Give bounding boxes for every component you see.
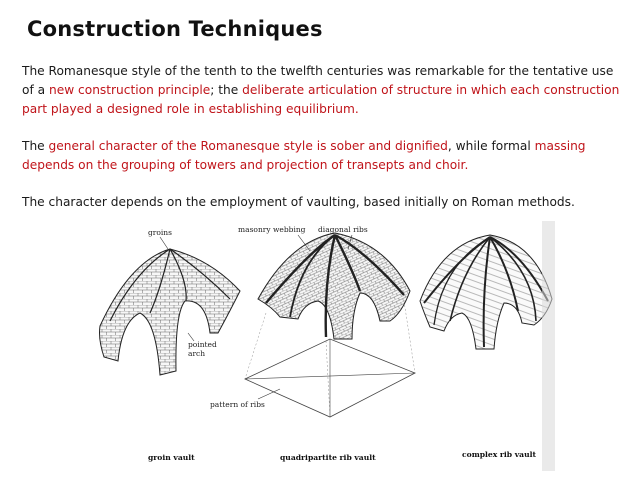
rib-5: [289, 234, 336, 318]
caption-groin-vault: groin vault: [148, 453, 195, 462]
label-masonry-webbing: masonry webbing: [238, 225, 306, 234]
p1-highlight-2: deliberate articulation of structure in …: [22, 83, 620, 116]
slide-title: Construction Techniques: [27, 17, 323, 41]
diagonal-ribs-leader: [347, 234, 353, 250]
label-groins: groins: [148, 228, 172, 237]
pattern-of-ribs-leader: [257, 388, 281, 400]
paragraph-construction-principle: The Romanesque style of the tenth to the…: [22, 62, 622, 119]
p1-text-2: ; the: [210, 83, 243, 97]
groin-vault-shell: [99, 248, 241, 376]
p2-highlight-1: general character of the Romanesque styl…: [48, 139, 448, 153]
groin-line-3: [169, 248, 231, 300]
p2-text-1: The: [22, 139, 49, 153]
p2-highlight-2: massing depends on the grouping of tower…: [22, 139, 586, 172]
groin-line-1: [149, 248, 171, 314]
complex-shell: [419, 234, 553, 350]
quadripartite-vault-drawing: masonry webbing diagonal ribs pattern of…: [210, 225, 416, 418]
pattern-of-ribs-plan: [244, 300, 416, 418]
complex-vault-drawing: [419, 234, 553, 350]
page-edge-shadow: [542, 221, 555, 471]
caption-complex: complex rib vault: [462, 450, 536, 459]
groin-line-4: [109, 248, 171, 322]
rib-3: [324, 234, 337, 338]
label-pattern-of-ribs: pattern of ribs: [210, 400, 265, 409]
p1-text-1: The Romanesque style of the tenth to the…: [22, 64, 614, 97]
groin-vault-drawing: groins pointed arch: [99, 228, 241, 376]
label-pointed: pointed: [188, 340, 217, 349]
p1-highlight-1: new construction principle: [48, 83, 211, 97]
paragraph-vaulting: The character depends on the employment …: [22, 195, 575, 209]
vault-illustration: groins pointed arch masonry webbing diag…: [90, 221, 555, 471]
quadripartite-shell: [257, 232, 411, 340]
caption-quadripartite: quadripartite rib vault: [280, 453, 376, 462]
groins-leader: [159, 236, 169, 250]
groin-line-2: [169, 248, 187, 302]
masonry-webbing-leader: [297, 234, 311, 252]
label-arch: arch: [188, 349, 205, 358]
pointed-arch-leader: [187, 332, 195, 342]
label-diagonal-ribs: diagonal ribs: [318, 225, 368, 234]
p2-text-2: , while formal: [447, 139, 535, 153]
rib-4: [333, 234, 362, 292]
paragraph-general-character: The general character of the Romanesque …: [22, 137, 622, 175]
rib-2: [334, 233, 405, 296]
